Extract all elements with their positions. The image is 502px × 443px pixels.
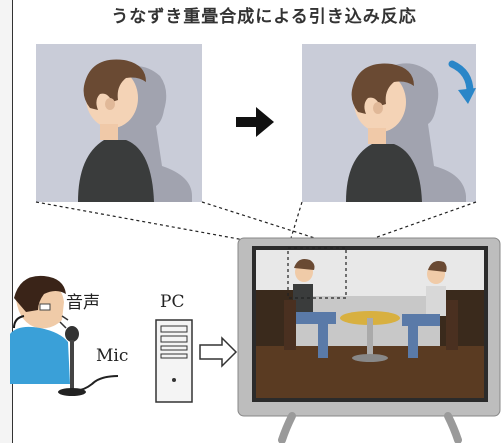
right-arrow-icon (236, 107, 274, 137)
mic-label: Mic (96, 346, 129, 366)
voice-label: 音声 (66, 293, 100, 313)
nod-rotate-icon (448, 60, 476, 104)
pc-tower-icon (155, 319, 193, 403)
speaker-person-icon (10, 275, 70, 384)
closeup-panel-before (36, 44, 202, 203)
signal-arrow-icon (199, 336, 238, 368)
closeup-panel-after (302, 44, 476, 203)
left-frame-edge (0, 0, 13, 443)
pc-label: PC (160, 292, 185, 312)
monitor-icon (237, 237, 501, 443)
microphone-icon (58, 315, 119, 396)
diagram-caption: うなずき重畳合成による引き込み反応 (111, 7, 417, 27)
